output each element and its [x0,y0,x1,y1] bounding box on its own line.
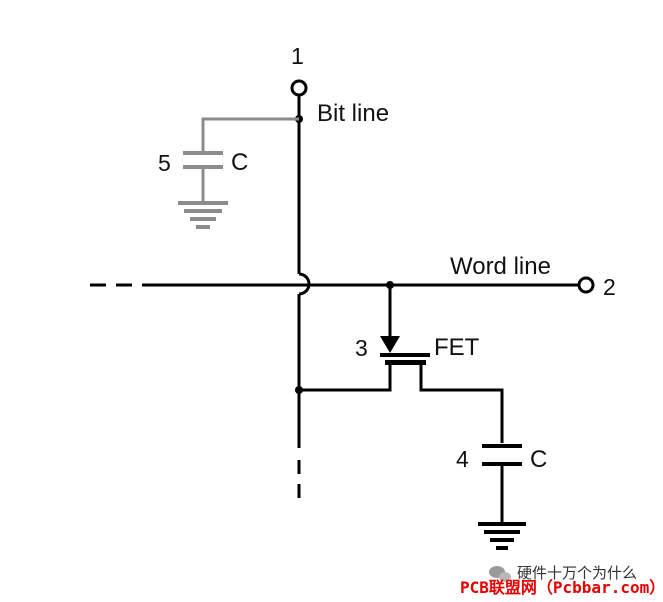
fet-number: 3 [355,335,368,361]
bit-line-label: Bit line [317,100,389,127]
terminal-1-circle [290,79,308,97]
fet-channel [299,364,504,443]
terminal-2-label: 2 [603,274,616,300]
bit-line [297,96,311,448]
fet-arrow-icon [380,336,400,353]
terminal-2-circle [577,276,595,294]
bit-line-junction-bottom [295,386,303,394]
ground-5-icon [178,201,228,229]
wechat-watermark-text: 硬件十万个为什么 [517,564,637,582]
capacitor-4 [482,444,522,466]
capacitor-4-number: 4 [456,446,469,472]
terminal-1-label: 1 [291,43,304,69]
capacitor-5 [183,151,223,169]
capacitor-5-branch [201,117,299,151]
capacitor-5-letter: C [231,149,248,176]
fet-body [385,360,426,365]
wechat-icon [489,566,511,582]
fet-label: FET [434,334,480,361]
capacitor-5-number: 5 [158,150,171,176]
capacitor-4-letter: C [530,446,547,473]
ground-4-icon [478,522,526,550]
wechat-watermark: 硬件十万个为什么 [489,564,637,582]
word-line-label: Word line [450,253,551,280]
site-watermark-text: PCB联盟网（Pcbbar.com） [460,578,663,597]
